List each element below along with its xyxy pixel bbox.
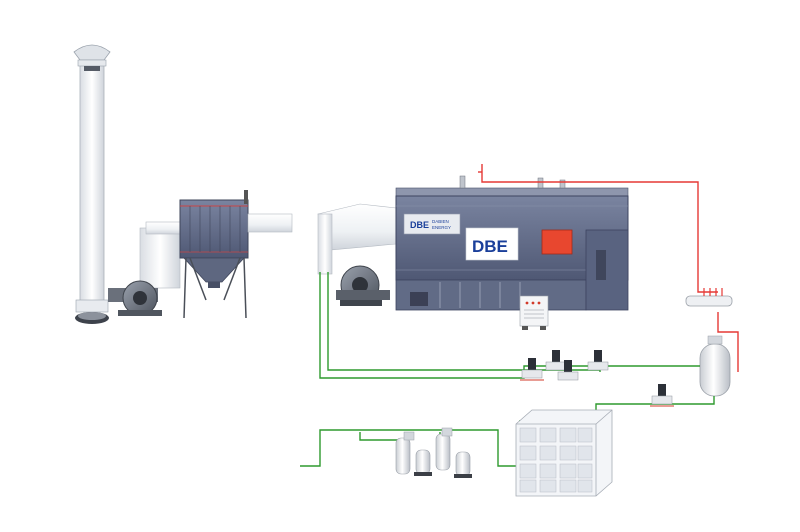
nameplate-line2-text: ENERGY — [432, 225, 451, 230]
water-tank — [515, 409, 613, 497]
feed-pump — [520, 350, 674, 407]
steam-header — [685, 288, 733, 307]
nameplate-line1-text: DABIEN — [432, 219, 449, 224]
water-softener — [395, 427, 472, 478]
boiler-logo-text: DBE — [472, 237, 508, 256]
chimney — [73, 44, 111, 324]
induced-draft-fan — [108, 221, 187, 316]
steam-line — [478, 164, 739, 372]
boiler: DBE DABIEN ENERGY DBE — [395, 175, 629, 330]
bag-filter — [179, 190, 293, 319]
nameplate-logo-text: DBE — [410, 220, 429, 230]
forced-draft-fan — [317, 203, 397, 306]
deaerator — [699, 335, 731, 397]
